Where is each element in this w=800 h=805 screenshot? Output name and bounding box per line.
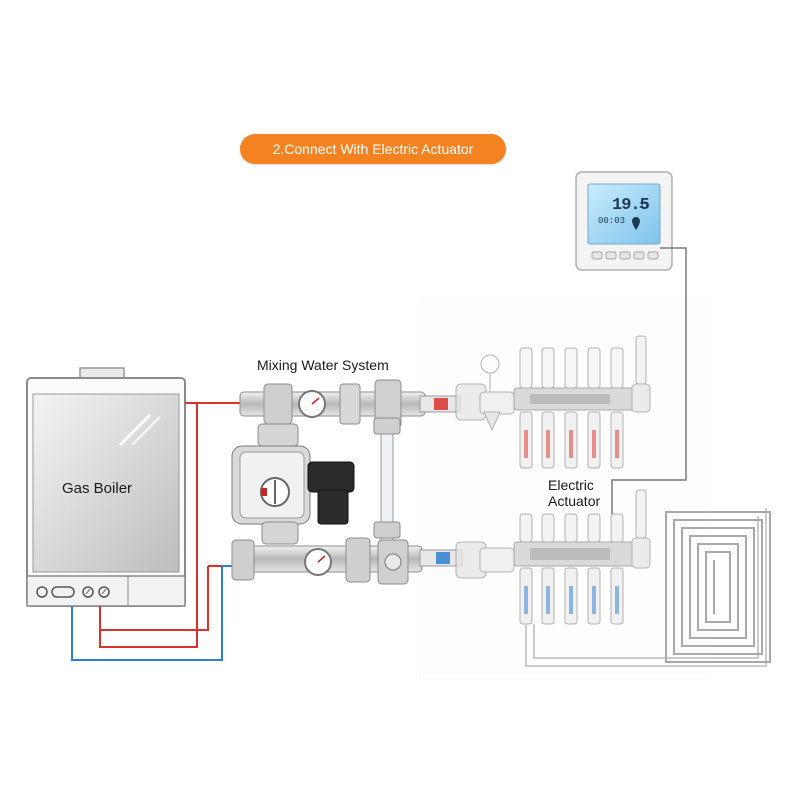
cold-return-pipe [71,565,232,661]
signal-wire [611,247,687,514]
gas-boiler-label: Gas Boiler [62,480,133,497]
manifold-icon [455,335,767,667]
mixing-water-system-label: Mixing Water System [257,357,389,373]
thermostat-temperature: 19.5 [612,196,650,215]
electric-actuator-label: Electric Actuator [548,477,600,509]
underfloor-heating-coil-icon [665,511,771,663]
thermostat-time: 00:03 [598,216,626,226]
pump-icon [231,423,355,545]
electric-actuator-label-line2: Actuator [548,493,601,509]
gauge-icon [304,548,332,576]
thermostat-set-temperature: 21 [639,202,649,211]
step-banner: 2.Connect With Electric Actuator [240,134,506,164]
thermostat-icon [575,171,673,271]
gauge-icon [298,390,326,418]
electric-actuator-label-line1: Electric [548,477,594,493]
return-pipe-red [99,566,209,631]
gas-boiler-icon [26,367,186,607]
mixing-water-system [231,379,463,585]
